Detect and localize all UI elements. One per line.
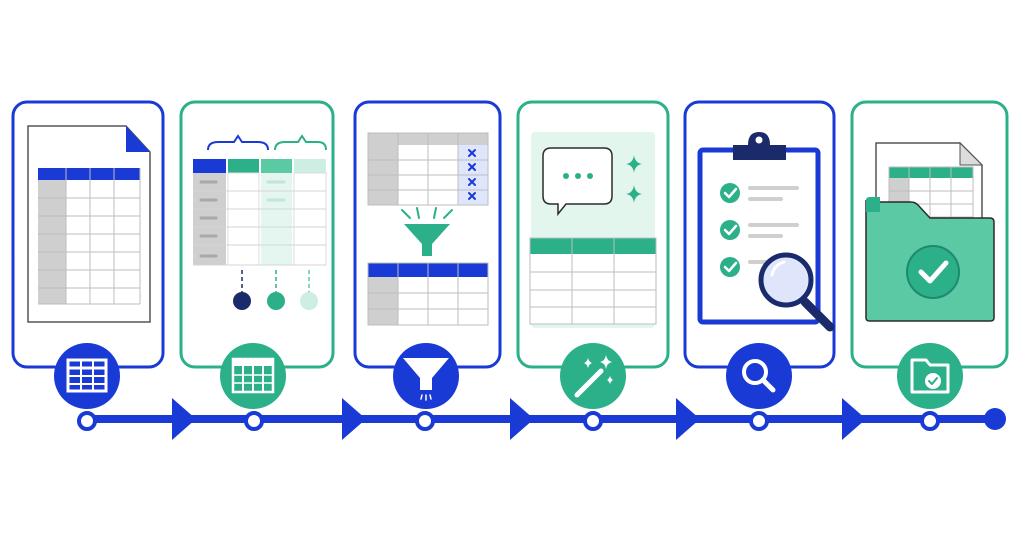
funnel-icon (393, 343, 459, 409)
column-mapping-illustration (193, 134, 327, 310)
timeline-end-dot (984, 408, 1006, 430)
review-step (683, 100, 836, 409)
clipboard-check-illustration (697, 132, 835, 332)
ai-transform-step (516, 100, 670, 409)
timeline-node-5 (749, 411, 769, 431)
timeline-node-3 (415, 411, 435, 431)
filter-table-illustration (367, 132, 489, 326)
folder-export-illustration (865, 141, 995, 322)
export-step (850, 100, 1009, 409)
timeline-node-4 (583, 411, 603, 431)
timeline-arrow-3 (510, 398, 534, 440)
chat-table-illustration (529, 132, 657, 328)
column-mapping-step (179, 100, 335, 409)
timeline-arrow-5 (842, 398, 866, 440)
timeline-arrow-1 (172, 398, 196, 440)
columns-icon (220, 343, 286, 409)
timeline-node-2 (244, 411, 264, 431)
timeline-node-6 (920, 411, 940, 431)
document-table-illustration (27, 125, 151, 323)
timeline (77, 398, 1006, 440)
timeline-node-1 (77, 411, 97, 431)
timeline-arrow-4 (676, 398, 700, 440)
magic-wand-icon (560, 343, 626, 409)
spreadsheet-step (11, 100, 165, 409)
magnifier-icon (726, 343, 792, 409)
timeline-arrow-2 (342, 398, 366, 440)
spreadsheet-icon (54, 343, 120, 409)
filter-step (353, 100, 502, 409)
folder-check-icon (897, 343, 963, 409)
